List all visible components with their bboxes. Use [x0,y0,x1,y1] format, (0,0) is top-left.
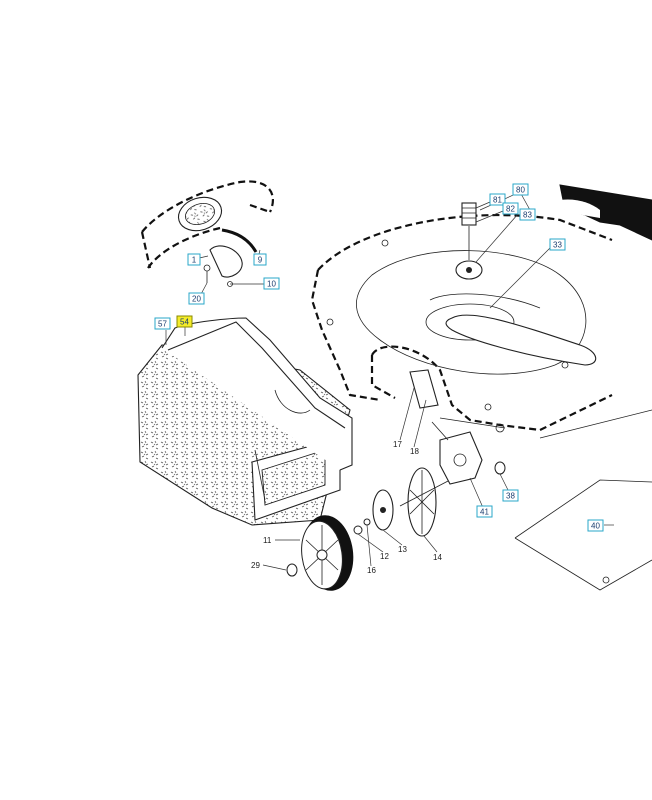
handle-assembly [140,180,274,287]
mower-deck [310,213,613,432]
washer-12 [353,525,363,535]
callout-81[interactable]: 81 [489,193,506,206]
svg-text:1: 1 [192,256,197,265]
callout-33[interactable]: 33 [549,238,566,251]
svg-text:83: 83 [523,211,532,220]
callout-16[interactable]: 16 [367,566,376,575]
callout-40[interactable]: 40 [587,519,604,532]
rear-wheel [301,515,354,591]
svg-text:80: 80 [516,186,525,195]
svg-text:33: 33 [553,241,562,250]
side-plate [514,409,652,591]
nut-29 [286,563,298,577]
callout-82[interactable]: 82 [502,202,519,215]
callout-14[interactable]: 14 [433,553,442,562]
svg-text:38: 38 [506,492,515,501]
grass-catcher [137,317,353,526]
svg-text:20: 20 [192,295,201,304]
callout-38[interactable]: 38 [502,489,519,502]
callout-54-highlighted[interactable]: 54 [176,315,193,328]
callout-13[interactable]: 13 [398,545,407,554]
drive-gear [372,467,451,537]
spindle-pulley [455,202,483,280]
callout-57[interactable]: 57 [154,317,171,330]
callout-41[interactable]: 41 [476,505,493,518]
leader-lines [165,191,614,571]
bushing-16 [363,518,371,526]
callout-17[interactable]: 17 [393,440,402,449]
drive-belt [445,314,597,366]
callout-29[interactable]: 29 [251,561,260,570]
callout-10[interactable]: 10 [263,277,280,290]
svg-text:10: 10 [267,280,276,289]
gearbox [409,369,506,485]
callout-80[interactable]: 80 [512,183,529,196]
svg-text:54: 54 [180,318,189,327]
svg-text:82: 82 [506,205,515,214]
svg-text:57: 57 [158,320,167,329]
svg-text:40: 40 [591,522,600,531]
callout-18[interactable]: 18 [410,447,419,456]
svg-text:81: 81 [493,196,502,205]
callout-20[interactable]: 20 [188,292,205,305]
svg-text:41: 41 [480,508,489,517]
callout-83[interactable]: 83 [519,208,536,221]
callout-9[interactable]: 9 [253,253,267,266]
svg-text:9: 9 [258,256,263,265]
callout-12[interactable]: 12 [380,552,389,561]
callout-1[interactable]: 1 [187,253,201,266]
callout-11[interactable]: 11 [263,536,272,545]
